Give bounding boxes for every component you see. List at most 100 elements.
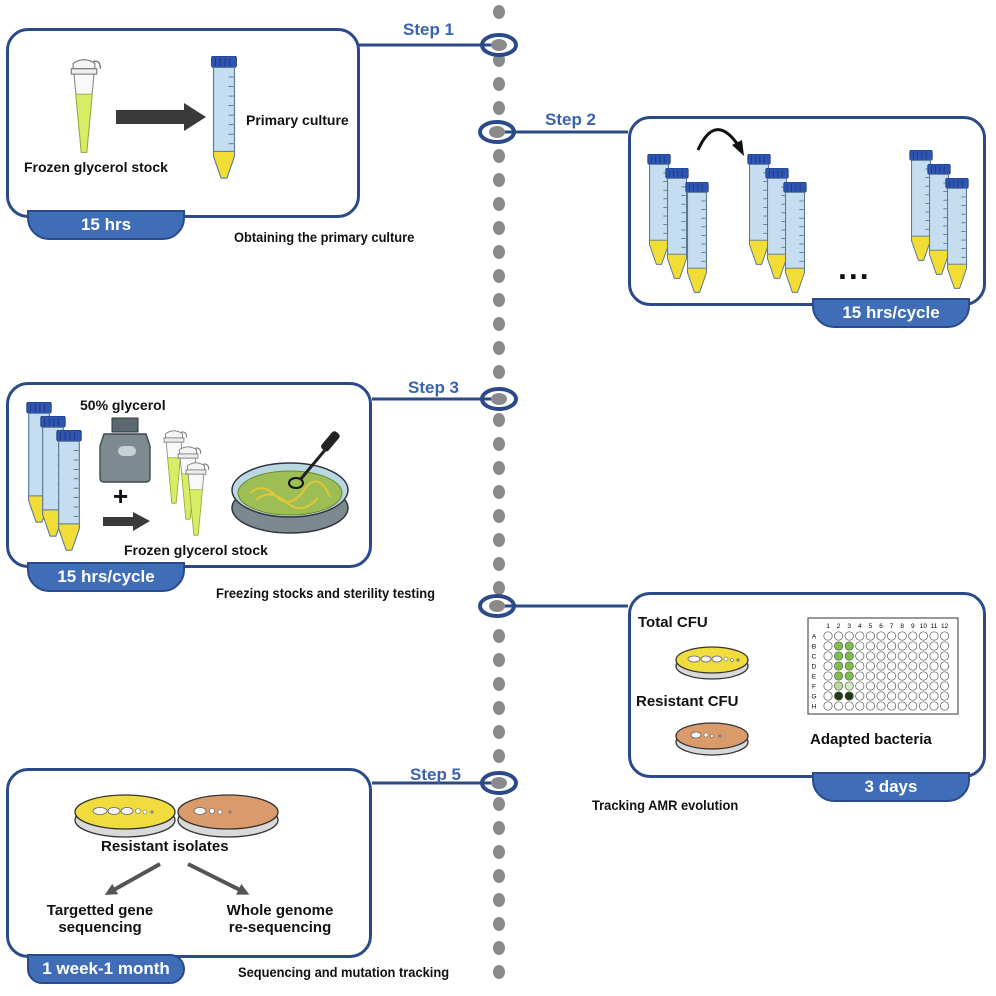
plate-well xyxy=(918,641,928,651)
plate-well xyxy=(940,681,950,691)
timeline-dot xyxy=(493,797,505,811)
timeline-dot xyxy=(493,917,505,931)
plate-well xyxy=(823,661,833,671)
plate-wells xyxy=(823,631,950,711)
plate-well xyxy=(855,691,865,701)
plate-well xyxy=(887,631,897,641)
plate-col-label: 9 xyxy=(911,623,915,630)
timeline-dot xyxy=(493,941,505,955)
plate-well xyxy=(918,701,928,711)
branch-arrows-icon xyxy=(104,862,250,895)
plate-well xyxy=(844,681,854,691)
plate-well xyxy=(876,691,886,701)
timeline-dot xyxy=(493,269,505,283)
step2-ellipsis: ... xyxy=(838,250,871,286)
step3-label: Step 3 xyxy=(408,378,460,397)
plate-well xyxy=(876,701,886,711)
resistant-isolates-label: Resistant isolates xyxy=(101,838,229,855)
plate-col-label: 1 xyxy=(826,623,830,630)
plate-well xyxy=(940,661,950,671)
plate-well xyxy=(908,651,918,661)
plate-well xyxy=(876,661,886,671)
timeline-dot xyxy=(493,317,505,331)
step2-label: Step 2 xyxy=(545,110,597,129)
plate-col-label: 12 xyxy=(941,623,949,630)
plate-well xyxy=(865,651,875,661)
step2-tube-group-3 xyxy=(909,150,969,289)
timeline-dot xyxy=(493,701,505,715)
plate-col-label: 5 xyxy=(869,623,873,630)
plate-well xyxy=(865,631,875,641)
plate-col-label: 6 xyxy=(879,623,883,630)
connector-step4 xyxy=(478,594,628,618)
plate-well xyxy=(865,681,875,691)
plate-well xyxy=(897,671,907,681)
step1-falcon-tube-icon xyxy=(210,56,238,179)
plate-col-label: 3 xyxy=(847,623,851,630)
step1-caption: Obtaining the primary culture xyxy=(234,229,415,245)
step2-tube-group-2 xyxy=(747,154,807,293)
step1-label: Step 1 xyxy=(403,20,455,39)
step1-stock-label: Frozen glycerol stock xyxy=(24,159,168,175)
plate-well xyxy=(823,701,833,711)
plate-row-label: B xyxy=(812,644,816,651)
step5-label: Step 5 xyxy=(410,765,462,784)
timeline-dot xyxy=(493,101,505,115)
step1-arrow-icon xyxy=(116,103,206,131)
timeline-dot xyxy=(493,245,505,259)
timeline-dot xyxy=(493,725,505,739)
plate-well xyxy=(855,641,865,651)
step3-caption: Freezing stocks and sterility testing xyxy=(216,585,436,601)
plate-well xyxy=(918,681,928,691)
plate-well xyxy=(897,641,907,651)
petri-dish-streak-icon xyxy=(231,431,349,534)
plate-well xyxy=(929,651,939,661)
step2-tube-group-1 xyxy=(647,154,709,293)
timeline-dot xyxy=(493,509,505,523)
plate-well xyxy=(908,631,918,641)
step4-caption: Tracking AMR evolution xyxy=(592,797,739,813)
plate-well xyxy=(908,701,918,711)
targeted-sequencing-label: Targetted gene sequencing xyxy=(33,902,167,936)
plate-well xyxy=(876,641,886,651)
plate-well xyxy=(844,641,854,651)
plate-well xyxy=(897,681,907,691)
plate-col-label: 10 xyxy=(920,623,928,630)
plate-well xyxy=(834,671,844,681)
plate-well xyxy=(823,651,833,661)
plate-col-label: 7 xyxy=(890,623,894,630)
plate-well xyxy=(844,691,854,701)
plate-well xyxy=(908,671,918,681)
plate-well xyxy=(865,701,875,711)
targeted-line2: sequencing xyxy=(58,919,142,936)
plate-well xyxy=(855,661,865,671)
connector-step1 xyxy=(359,33,518,57)
plate-row-label: C xyxy=(812,654,817,661)
step3-tube-group xyxy=(26,402,82,551)
plate-well xyxy=(823,671,833,681)
plate-well xyxy=(823,681,833,691)
plate-well xyxy=(940,691,950,701)
plate-well xyxy=(929,691,939,701)
plate-well xyxy=(929,661,939,671)
timeline-dot xyxy=(493,629,505,643)
plate-well xyxy=(887,691,897,701)
plate-well xyxy=(823,631,833,641)
adapted-bacteria-label: Adapted bacteria xyxy=(810,731,932,748)
timeline-dot xyxy=(493,197,505,211)
timeline-dot xyxy=(493,533,505,547)
timeline-dot xyxy=(493,581,505,595)
timeline-dot xyxy=(493,173,505,187)
resistant-cfu-label: Resistant CFU xyxy=(636,693,739,710)
timeline-dot xyxy=(493,149,505,163)
plate-well xyxy=(876,671,886,681)
plate-well xyxy=(897,691,907,701)
plate-well xyxy=(940,671,950,681)
plate-well xyxy=(844,661,854,671)
plate-well xyxy=(844,651,854,661)
plate-well xyxy=(908,691,918,701)
timeline-dots xyxy=(493,5,505,979)
step5-caption: Sequencing and mutation tracking xyxy=(238,964,450,980)
